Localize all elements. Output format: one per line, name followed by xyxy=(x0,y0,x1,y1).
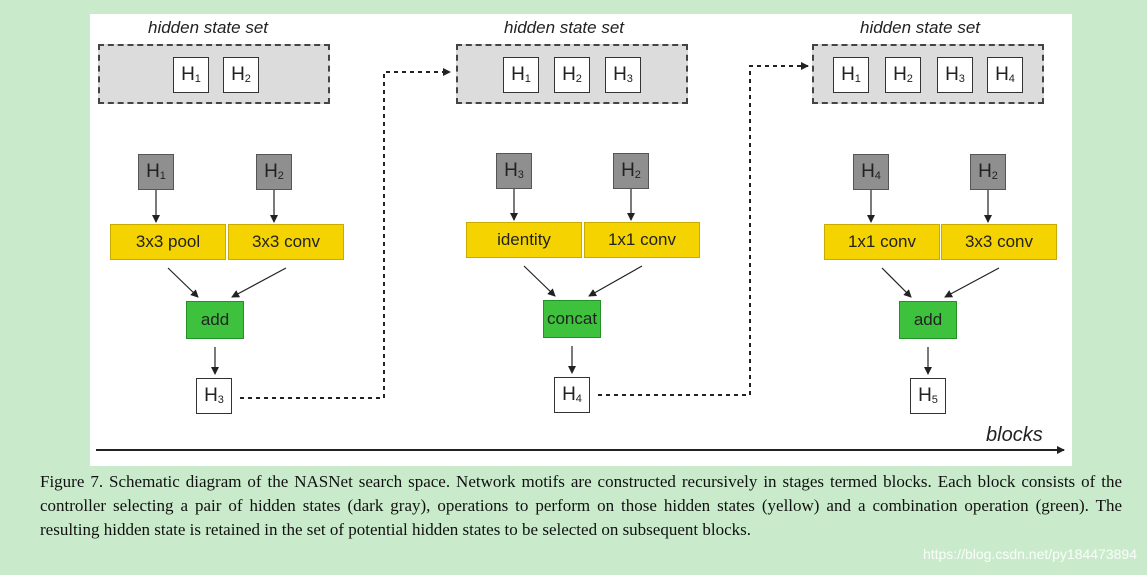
op-to-combine-arrow xyxy=(523,265,556,297)
op-to-combine-arrow xyxy=(588,265,643,297)
hidden-state-set-label: hidden state set xyxy=(859,18,981,37)
operation-left: 1x1 conv xyxy=(824,224,940,260)
hidden-state-set-label: hidden state set xyxy=(503,18,625,37)
operation-right: 3x3 conv xyxy=(228,224,344,260)
hidden-state-set-label: hidden state set xyxy=(147,18,269,37)
operation-right: 3x3 conv xyxy=(941,224,1057,260)
combination-operation: add xyxy=(899,301,957,339)
combination-operation: concat xyxy=(543,300,601,338)
state-propagation-arrow xyxy=(598,62,809,396)
hidden-state-set xyxy=(98,44,330,104)
op-to-combine-arrow xyxy=(881,267,912,298)
watermark: https://blog.csdn.net/py184473894 xyxy=(922,546,1137,562)
figure-caption: Figure 7. Schematic diagram of the NASNe… xyxy=(40,472,1122,539)
operation-left: 3x3 pool xyxy=(110,224,226,260)
op-to-combine-arrow xyxy=(944,267,1000,298)
combination-operation: add xyxy=(186,301,244,339)
operation-left: identity xyxy=(466,222,582,258)
blocks-axis-label: blocks xyxy=(986,424,1043,446)
operation-right: 1x1 conv xyxy=(584,222,700,258)
state-propagation-arrow xyxy=(240,68,451,399)
op-to-combine-arrow xyxy=(231,267,287,298)
op-to-combine-arrow xyxy=(167,267,199,298)
